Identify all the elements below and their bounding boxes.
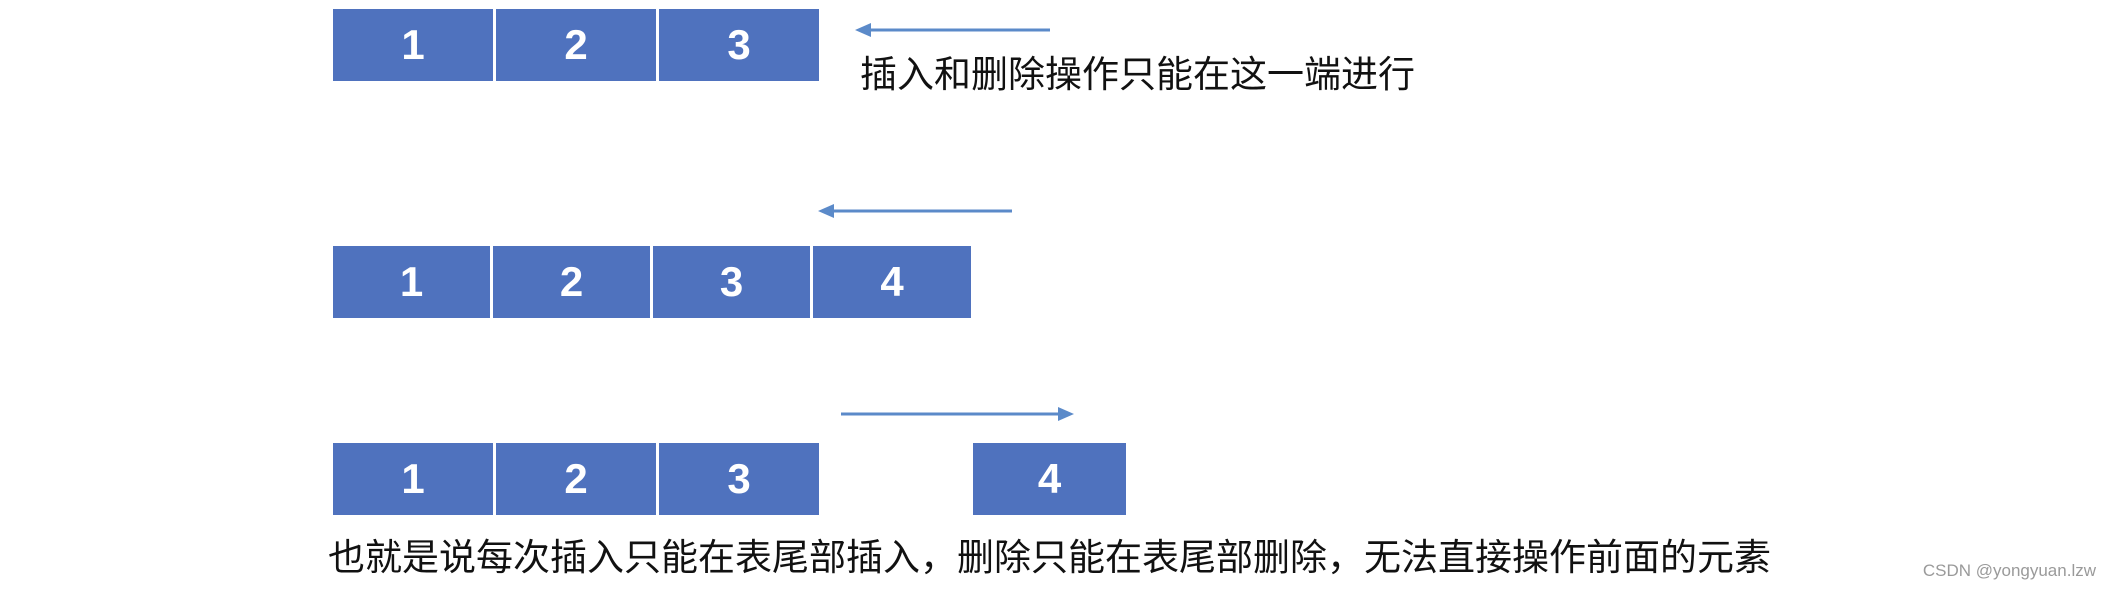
stage3-row: 1 2 3 [333, 443, 819, 515]
stage2-left-arrow-icon [818, 204, 1012, 218]
stage1-row: 1 2 3 [333, 9, 819, 81]
stage3-cell-3: 3 [659, 443, 819, 515]
stage1-caption: 插入和删除操作只能在这一端进行 [860, 53, 1415, 96]
stage2-row: 1 2 3 4 [333, 246, 971, 318]
stage3-cell-2: 2 [496, 443, 656, 515]
stage3-right-arrow-icon [841, 407, 1074, 421]
stage3-detached-cell-4: 4 [973, 443, 1126, 515]
stage2-cell-3: 3 [653, 246, 810, 318]
stage2-cell-4: 4 [813, 246, 971, 318]
stage1-cell-2: 2 [496, 9, 656, 81]
watermark: CSDN @yongyuan.lzw [1922, 561, 2096, 580]
stage1-cell-1: 1 [333, 9, 493, 81]
stage2-cell-2: 2 [493, 246, 650, 318]
stage1-cell-3: 3 [659, 9, 819, 81]
stage2-cell-1: 1 [333, 246, 490, 318]
stage1-left-arrow-icon [855, 23, 1050, 37]
stage3-cell-1: 1 [333, 443, 493, 515]
footer-caption: 也就是说每次插入只能在表尾部插入，删除只能在表尾部删除，无法直接操作前面的元素 [328, 536, 1771, 579]
